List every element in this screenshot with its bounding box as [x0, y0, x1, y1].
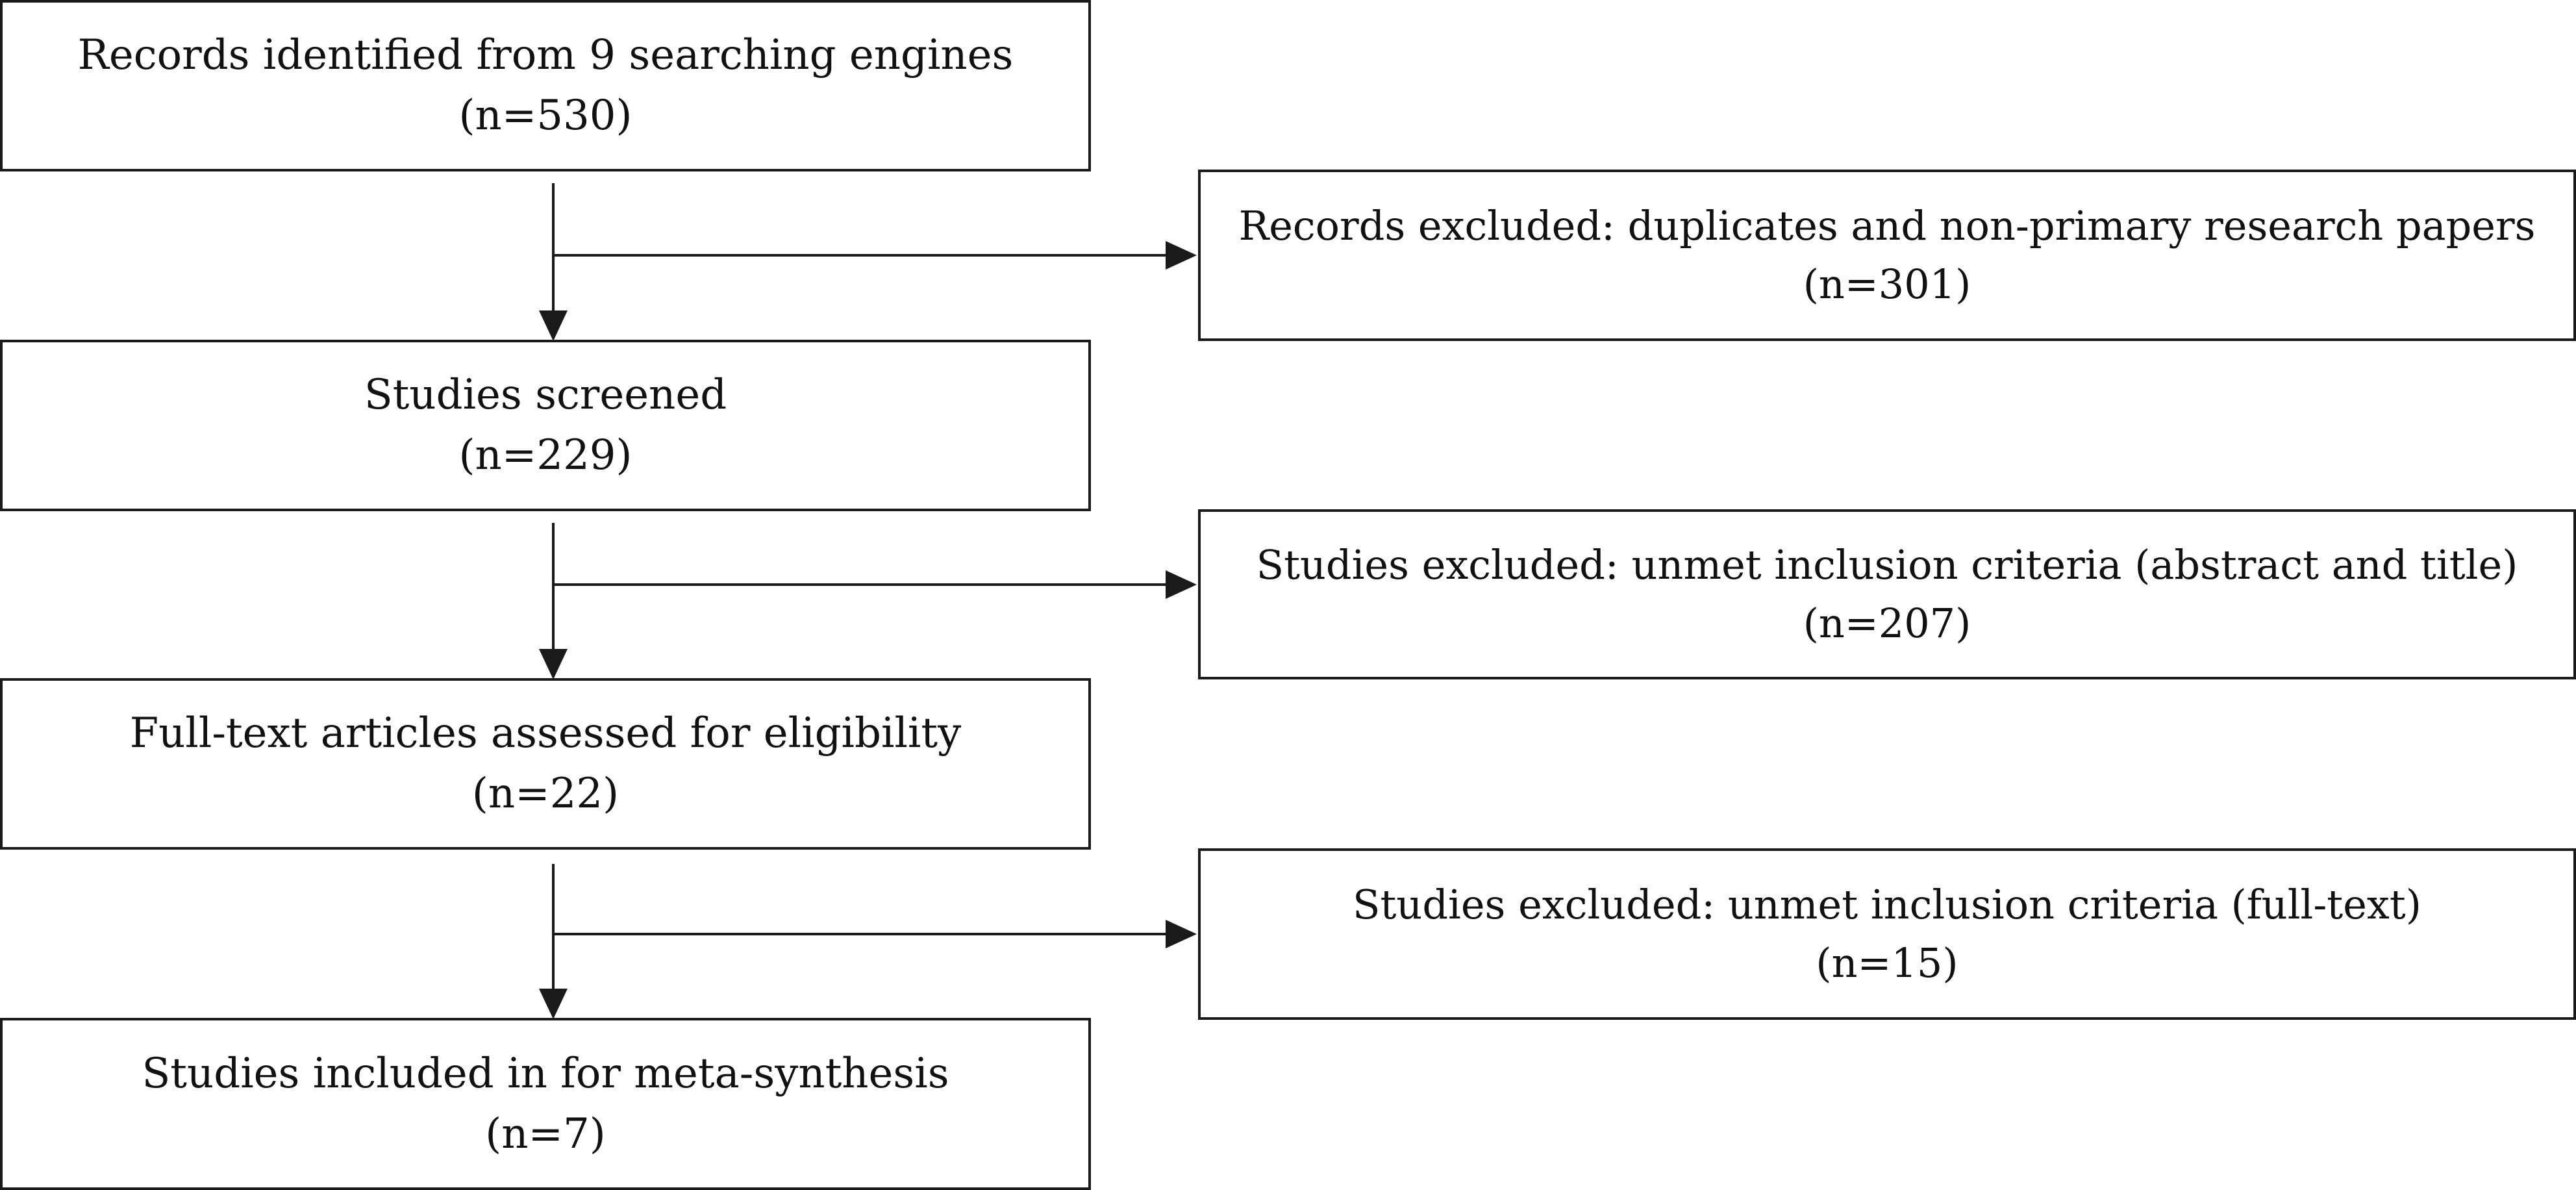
box-label: Studies screened: [364, 371, 727, 420]
box-count: (n=22): [471, 770, 619, 818]
box-count: (n=229): [458, 431, 632, 479]
arrowhead-down-2: [539, 649, 568, 679]
box-label: Records identified from 9 searching engi…: [77, 31, 1014, 80]
box-studies-screened: Studies screened (n=229): [0, 340, 1091, 511]
box-excluded-abstract: Studies excluded: unmet inclusion criter…: [1198, 509, 2576, 679]
box-excluded-fulltext: Studies excluded: unmet inclusion criter…: [1198, 848, 2576, 1020]
box-label: Studies excluded: unmet inclusion criter…: [1353, 881, 2421, 929]
arrowhead-right-3: [1166, 920, 1197, 948]
box-count: (n=530): [458, 92, 632, 140]
box-count: (n=207): [1803, 600, 1971, 647]
box-label: Studies excluded: unmet inclusion criter…: [1256, 541, 2518, 589]
box-fulltext-assessed: Full-text articles assessed for eligibil…: [0, 678, 1091, 850]
box-studies-included: Studies included in for meta-synthesis (…: [0, 1018, 1091, 1190]
arrowhead-down-3: [539, 989, 568, 1019]
box-label: Studies included in for meta-synthesis: [142, 1049, 949, 1098]
box-excluded-duplicates: Records excluded: duplicates and non-pri…: [1198, 170, 2576, 341]
arrowhead-right-1: [1166, 241, 1197, 270]
box-count: (n=301): [1803, 260, 1971, 308]
box-label: Records excluded: duplicates and non-pri…: [1238, 202, 2536, 250]
arrowhead-down-1: [539, 310, 568, 341]
box-records-identified: Records identified from 9 searching engi…: [0, 0, 1091, 171]
arrowhead-right-2: [1166, 570, 1197, 599]
box-label: Full-text articles assessed for eligibil…: [129, 709, 962, 758]
box-count: (n=15): [1816, 939, 1958, 987]
box-count: (n=7): [485, 1109, 606, 1158]
